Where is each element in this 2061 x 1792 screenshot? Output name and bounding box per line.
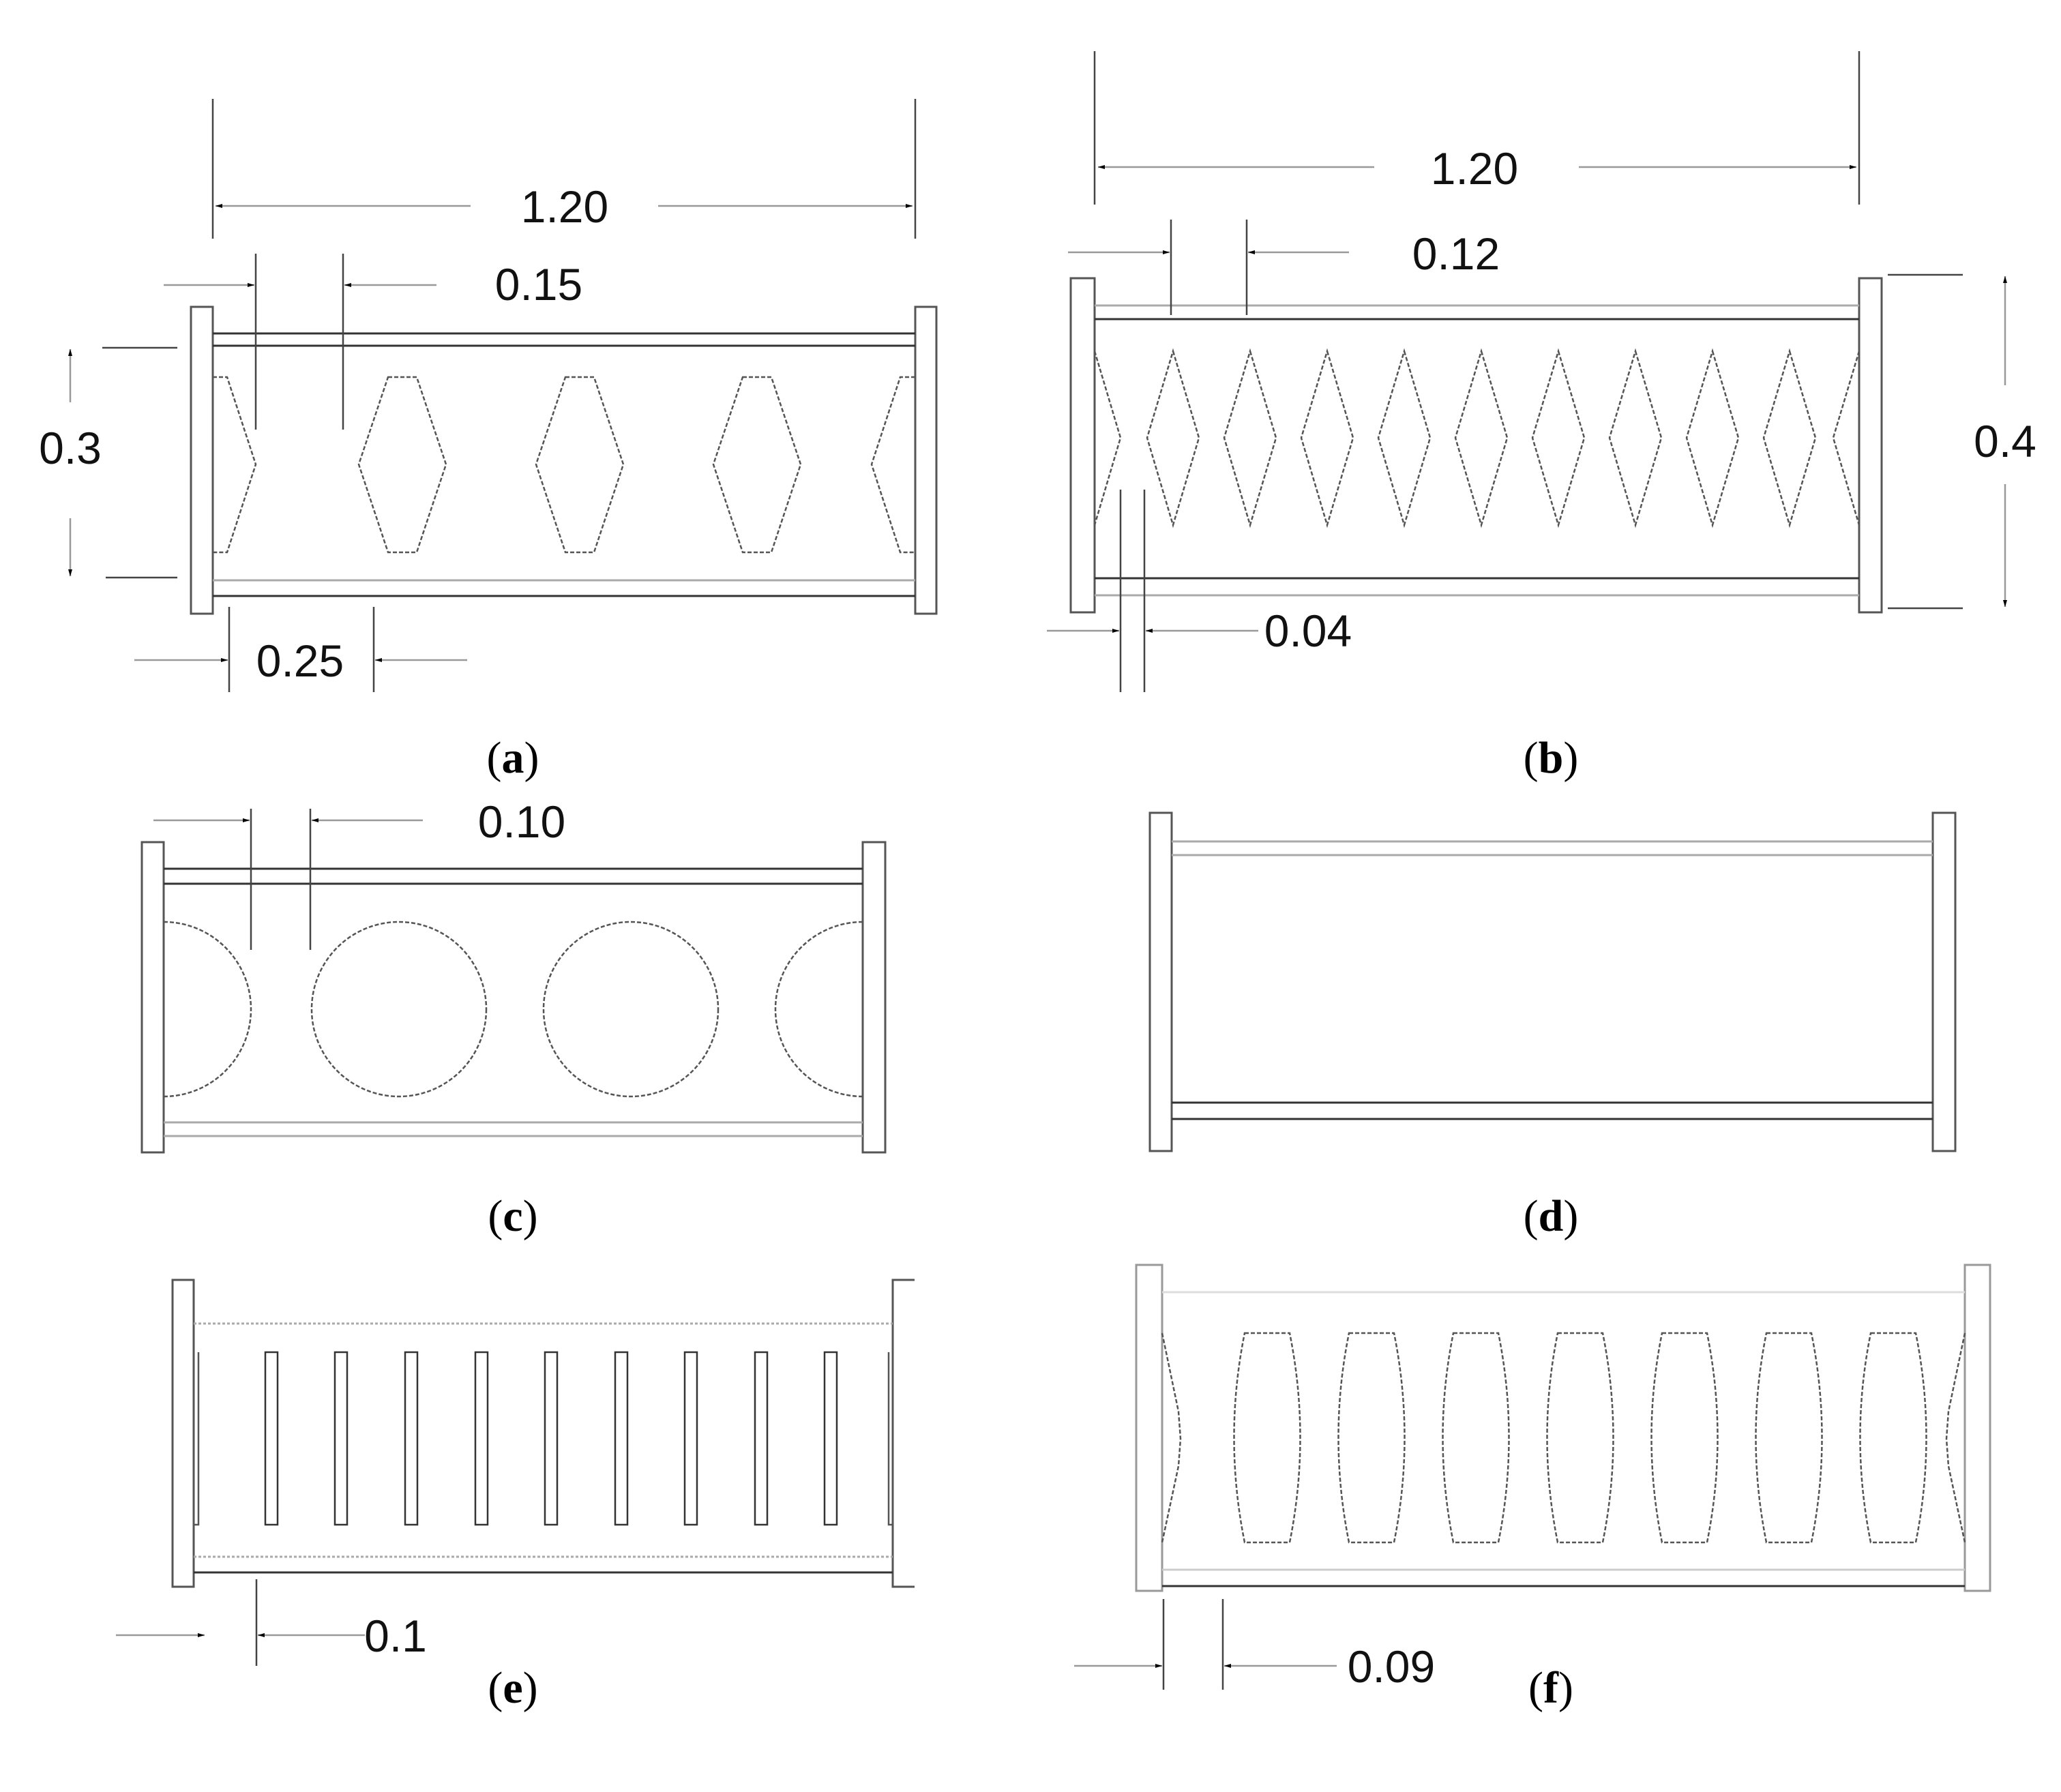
hexagon-cutout (712, 376, 802, 554)
diamond-cutout-left-half (1093, 350, 1122, 526)
slot-cutout (404, 1351, 419, 1526)
diamond-cutout (1608, 348, 1663, 528)
left-end-plate (1135, 1264, 1163, 1592)
caption-c: (c) (488, 1191, 537, 1241)
caption-b: (b) (1524, 733, 1579, 783)
curved-hexagon-cutout (1442, 1332, 1510, 1544)
left-end-plate (1148, 811, 1173, 1152)
panel-f: 0.09 (f) (1074, 1264, 1991, 1713)
right-end-plate (914, 305, 938, 615)
circle-cutouts (310, 921, 720, 1098)
slot-cutout-left-edge (194, 1352, 200, 1526)
dimension-label-gap: 0.09 (1348, 1641, 1435, 1692)
curved-hexagon-cutouts (1233, 1332, 1927, 1544)
hexagon-cutout (357, 376, 447, 554)
curved-hexagon-cutout (1337, 1332, 1406, 1544)
diamond-cutout-right-half (1832, 350, 1860, 526)
caption-d: (d) (1524, 1191, 1579, 1241)
dimension-label-overall-length: 1.20 (1431, 143, 1518, 194)
slot-cutout (264, 1351, 279, 1526)
slot-cutout (544, 1351, 559, 1526)
left-end-plate (1069, 277, 1096, 614)
circle-cutout (542, 921, 720, 1098)
diamond-cutout (1146, 348, 1200, 528)
circle-cutout-right-half (774, 921, 863, 1098)
diamond-cutout (1454, 348, 1509, 528)
hexagon-cutout (535, 376, 625, 554)
left-end-plate (140, 841, 165, 1154)
right-end-plate (1931, 811, 1957, 1152)
dimension-label-cutout-width: 0.12 (1412, 228, 1500, 279)
panel-e: 0.1 (e) (116, 1279, 915, 1713)
curved-cutout-right-half (1945, 1332, 1966, 1543)
dimension-label-spacing: 0.15 (495, 259, 582, 310)
slot-cutout-right-edge (887, 1352, 893, 1526)
curved-hexagon-cutout (1546, 1332, 1614, 1544)
panel-b: 1.20 0.12 0.4 0.04 (b) (1047, 51, 2036, 783)
circle-cutout (310, 921, 488, 1098)
panel-d: (d) (1148, 811, 1957, 1241)
slot-cutout (823, 1351, 838, 1526)
right-end-plate (1858, 277, 1883, 614)
slot-cutouts (264, 1351, 838, 1526)
caption-f: (f) (1528, 1663, 1573, 1713)
slot-cutout (683, 1351, 698, 1526)
slot-cutout (333, 1351, 349, 1526)
diamond-cutout (1300, 348, 1354, 528)
dimension-label-height: 0.4 (1974, 416, 2036, 466)
hexagon-cutout-left-half (213, 376, 257, 554)
diamond-cutout (1685, 348, 1740, 528)
caption-a: (a) (487, 733, 539, 783)
right-end-plate (891, 1279, 915, 1588)
slot-cutout (754, 1351, 769, 1526)
hexagon-cutout-right-half (870, 376, 915, 554)
dimension-label-height: 0.3 (39, 423, 102, 473)
left-end-plate (190, 305, 214, 615)
dimension-label-pitch: 0.25 (256, 636, 344, 686)
right-end-plate (1963, 1264, 1991, 1592)
left-end-plate (171, 1279, 195, 1588)
curved-hexagon-cutout (1233, 1332, 1301, 1544)
diamond-cutout (1531, 348, 1586, 528)
diamond-cutout (1377, 348, 1432, 528)
dimension-label-gap: 0.10 (478, 796, 565, 847)
curved-hexagon-cutout (1755, 1332, 1823, 1544)
dimension-label-slot-pitch: 0.1 (364, 1611, 427, 1661)
curved-cutout-left-half (1161, 1332, 1182, 1543)
panel-a: 1.20 0.15 0.3 0.25 (a) (39, 99, 938, 783)
right-end-plate (861, 841, 887, 1154)
curved-hexagon-cutout (1650, 1332, 1719, 1544)
diamond-cutout (1762, 348, 1817, 528)
curved-hexagon-cutout (1859, 1332, 1927, 1544)
circle-cutout-left-half (163, 921, 252, 1098)
panel-c: 0.10 (c) (140, 796, 887, 1241)
slot-cutout (474, 1351, 489, 1526)
diamond-cutout (1223, 348, 1277, 528)
dimension-label-gap: 0.04 (1264, 606, 1352, 656)
slot-cutout (614, 1351, 629, 1526)
caption-e: (e) (488, 1663, 537, 1713)
dimension-label-overall-length: 1.20 (521, 181, 608, 232)
hexagon-cutouts (357, 376, 802, 554)
diamond-cutouts (1146, 348, 1817, 528)
